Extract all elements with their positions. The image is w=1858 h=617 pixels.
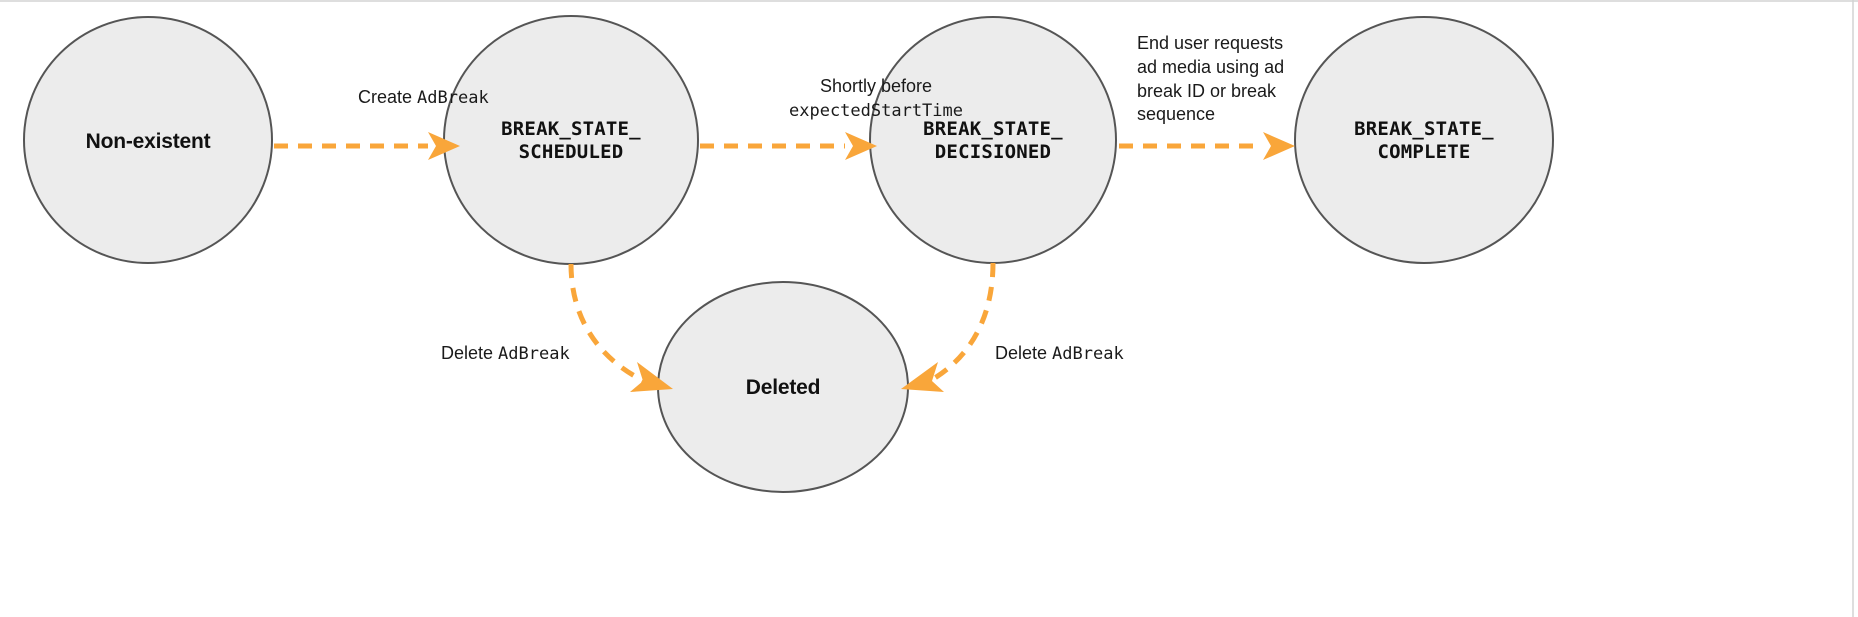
edge-label-code-run: expectedStartTime — [789, 100, 963, 121]
edge-delete-adbreak-from-scheduled — [568, 263, 673, 392]
edge-label-shortly-before-expected-start-time: Shortly before expectedStartTime — [789, 75, 963, 123]
edge-label-text-run: End user requests — [1137, 33, 1284, 53]
edge-label-code-run: AdBreak — [1052, 344, 1124, 364]
edge-label-line: expectedStartTime — [789, 99, 963, 123]
edge-delete-adbreak-from-decisioned — [901, 262, 996, 392]
edge-label-line: Shortly before — [789, 75, 963, 99]
edge-label-text-run: Delete — [441, 343, 499, 363]
edge-label-text-run: Delete — [995, 343, 1053, 363]
edge-label-delete-adbreak-from-scheduled: Delete AdBreak — [441, 342, 570, 366]
edge-label-line: sequence — [1137, 103, 1284, 127]
edge-label-code-run: AdBreak — [417, 88, 489, 108]
edge-create-adbreak — [274, 132, 460, 160]
edge-shortly-before-expected-start-time — [700, 132, 877, 160]
node-non-existent[interactable] — [23, 16, 273, 264]
edge-label-text-run: ad media using ad — [1137, 56, 1285, 77]
edge-label-line: break ID or break — [1137, 80, 1284, 104]
edge-label-text-run: sequence — [1137, 104, 1216, 125]
edge-label-end-user-requests-ad-media: End user requests ad media using ad break … — [1137, 32, 1284, 127]
node-break-state-complete[interactable] — [1294, 16, 1554, 264]
edge-label-line: Delete AdBreak — [995, 342, 1124, 366]
node-break-state-decisioned[interactable] — [869, 16, 1117, 264]
edge-label-code-run: AdBreak — [498, 344, 570, 364]
edge-label-delete-adbreak-from-decisioned: Delete AdBreak — [995, 342, 1124, 366]
edge-label-text-run: Shortly before — [819, 76, 933, 96]
edge-label-line: Delete AdBreak — [441, 342, 570, 366]
edge-label-create-adbreak: Create AdBreak — [358, 86, 489, 110]
edge-label-line: End user requests — [1137, 32, 1284, 56]
edge-label-text-run: Create — [358, 87, 418, 107]
node-deleted[interactable] — [657, 281, 909, 493]
edge-end-user-requests-ad-media — [1119, 132, 1295, 160]
edge-label-text-run: break ID or break — [1137, 80, 1277, 101]
node-break-state-scheduled[interactable] — [443, 15, 699, 265]
edge-label-line: Create AdBreak — [358, 86, 489, 110]
edge-label-line: ad media using ad — [1137, 56, 1284, 80]
